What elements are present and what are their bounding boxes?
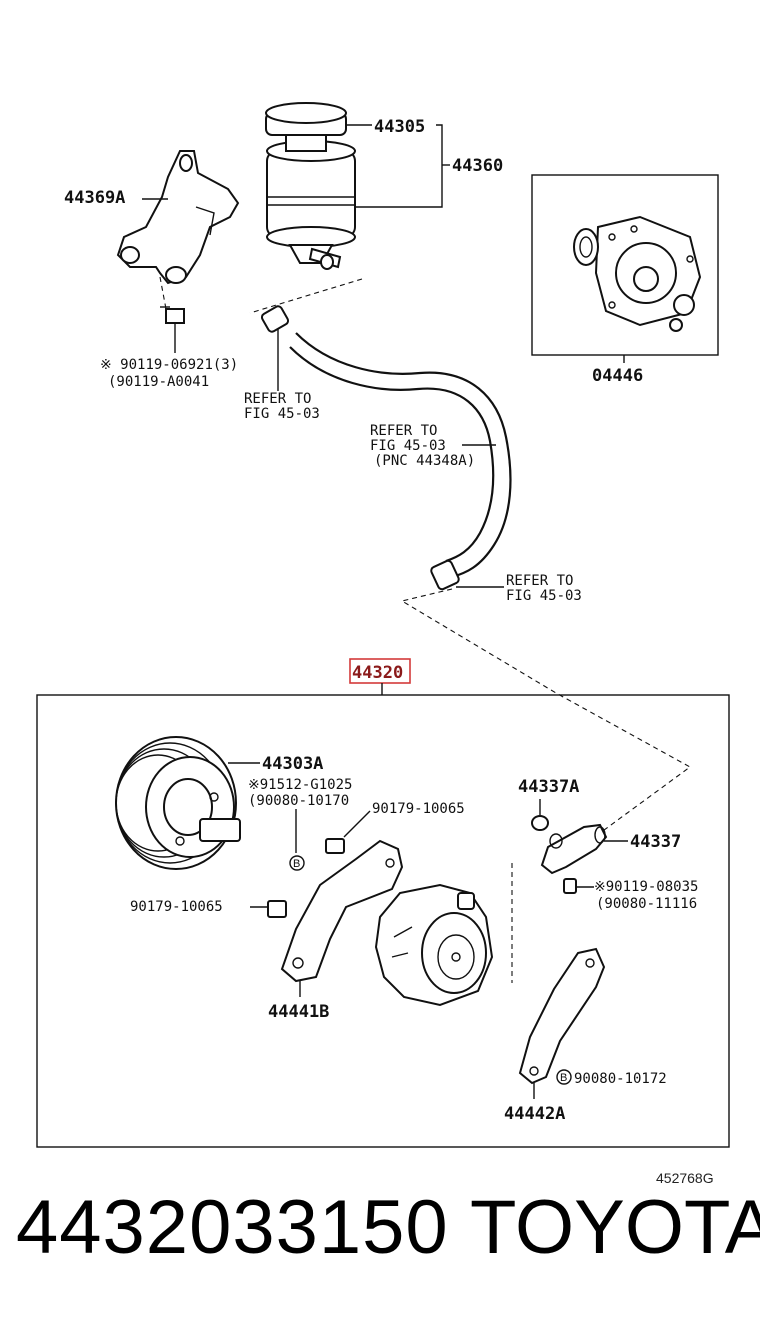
label-44305: 44305	[374, 117, 425, 137]
label-44337A: 44337A	[518, 777, 579, 797]
bracket-44441B[interactable]	[280, 839, 404, 983]
label-44303A: 44303A	[262, 754, 323, 774]
label-44337: 44337	[630, 832, 681, 852]
label-44442A: 44442A	[504, 1104, 565, 1124]
drawing-code: 452768G	[656, 1170, 714, 1186]
label-bolt-mid-2: (90080-11116	[596, 896, 697, 912]
marker-b-label-2: B	[560, 1072, 567, 1084]
label-seal-1: ※91512-G1025	[248, 777, 352, 793]
nut-a[interactable]	[325, 810, 371, 854]
marker-b-2	[556, 1069, 572, 1085]
label-44360: 44360	[452, 156, 503, 176]
reservoir-cap[interactable]	[265, 102, 347, 152]
reservoir-tank[interactable]	[266, 140, 356, 270]
pump-body[interactable]	[374, 883, 494, 1007]
highlight-box-44320	[349, 658, 411, 684]
marker-b-1	[289, 855, 305, 871]
label-44441B: 44441B	[268, 1002, 329, 1022]
label-nut-b: 90179-10065	[130, 899, 223, 915]
label-44369A: 44369A	[64, 188, 125, 208]
gasket-kit-box[interactable]	[531, 174, 719, 356]
label-assembly-44320[interactable]: 44320	[352, 663, 403, 683]
label-ref2-line3: (PNC 44348A)	[374, 453, 475, 469]
caption: 4432033150 TOYOTA	[0, 1184, 760, 1294]
pulley[interactable]	[115, 736, 241, 870]
marker-b-label-1: B	[293, 858, 300, 870]
label-bolt-mid-1: ※90119-08035	[594, 879, 698, 895]
label-ref2-line2: FIG 45-03	[370, 438, 446, 454]
label-ref3-line1: REFER TO	[506, 573, 573, 589]
oring-44337A[interactable]	[531, 815, 549, 831]
label-ref1-line2: FIG 45-03	[244, 406, 320, 422]
label-04446: 04446	[592, 366, 643, 386]
label-nut-a: 90179-10065	[372, 801, 465, 817]
label-ref3-line2: FIG 45-03	[506, 588, 582, 604]
label-seal-2: (90080-10170	[248, 793, 349, 809]
nut-b[interactable]	[267, 900, 287, 918]
part-number: 4432033150	[16, 1185, 449, 1270]
fitting-44337[interactable]	[540, 823, 608, 875]
label-ref2-line1: REFER TO	[370, 423, 437, 439]
label-bolt-top-2: (90119-A0041	[108, 374, 209, 390]
label-bolt-b: 90080-10172	[574, 1071, 667, 1087]
bolt-top[interactable]	[160, 306, 185, 353]
assembly-frame	[36, 694, 730, 1148]
brand-name: TOYOTA	[470, 1185, 760, 1270]
return-hose[interactable]	[260, 305, 512, 591]
bracket-44442A[interactable]	[518, 947, 606, 1085]
bolt-mid[interactable]	[563, 878, 594, 894]
label-bolt-top-1: ※ 90119-06921(3)	[100, 357, 238, 373]
reservoir-bracket[interactable]	[116, 150, 240, 285]
label-ref1-line1: REFER TO	[244, 391, 311, 407]
